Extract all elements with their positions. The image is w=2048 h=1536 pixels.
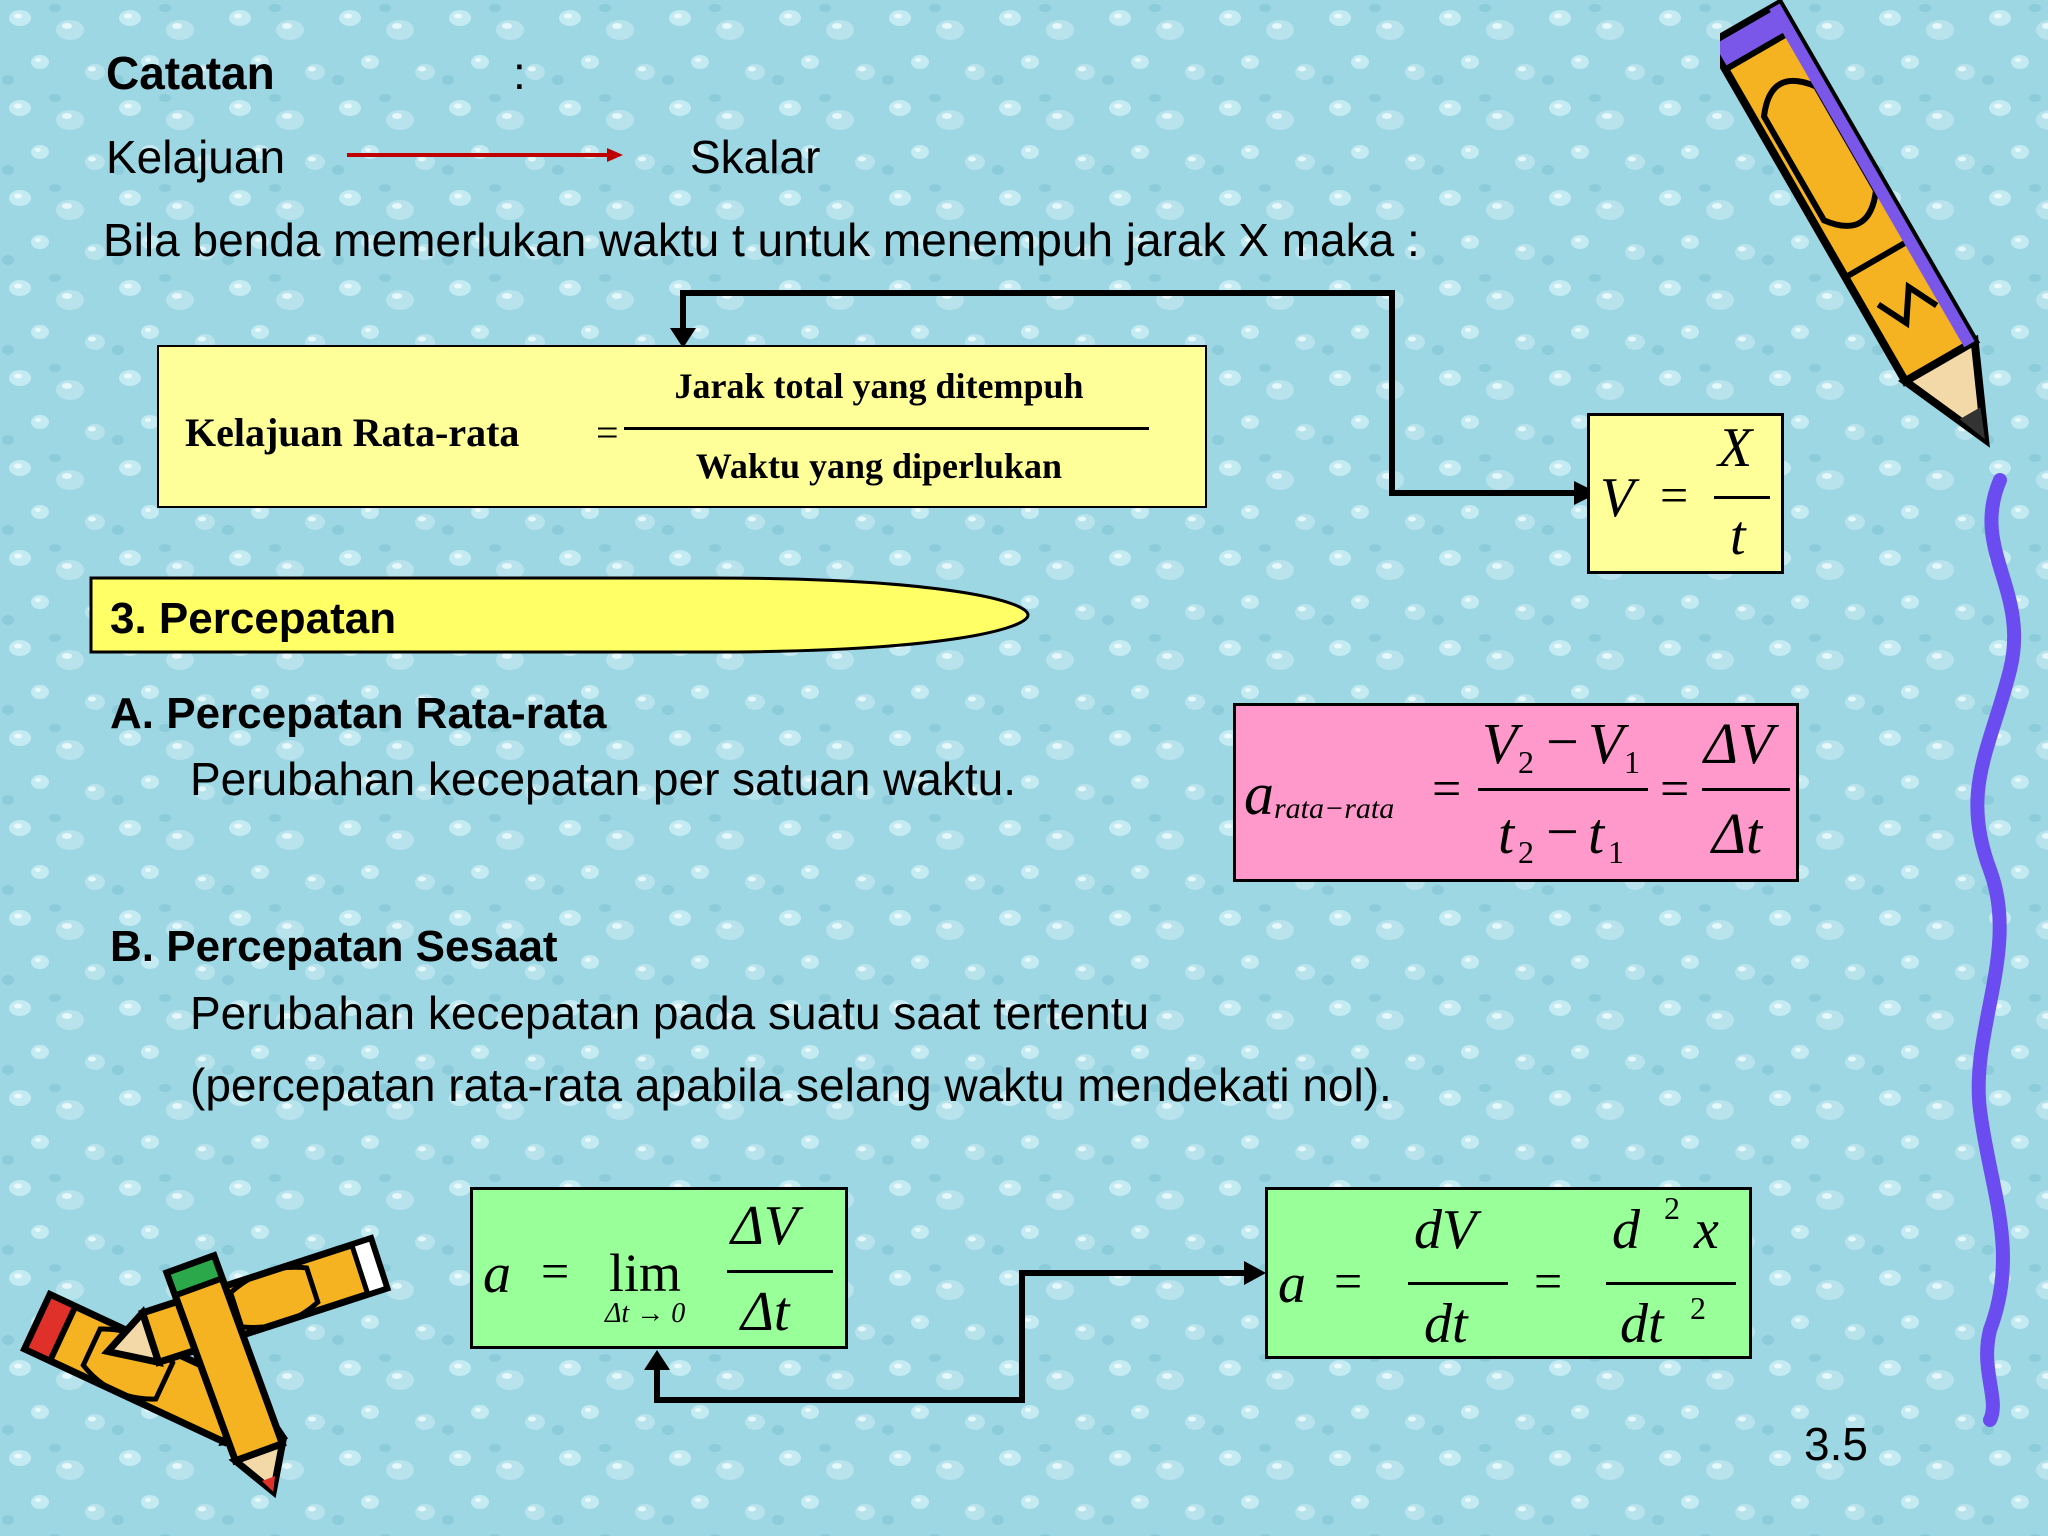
deriv-fraction-bar-2 <box>1606 1282 1736 1285</box>
section-banner <box>89 576 1030 654</box>
delta-v: ΔV <box>1704 711 1774 776</box>
v1-symbol: V <box>1588 711 1624 776</box>
pencil-icon <box>1720 0 1990 448</box>
speed-numerator: Jarak total yang ditempuh <box>674 366 1084 406</box>
speed-label: Kelajuan Rata-rata <box>185 410 520 455</box>
dt2-exponent: 2 <box>1690 1290 1706 1326</box>
speed-fraction-bar <box>624 427 1149 430</box>
catatan-colon: : <box>513 47 526 99</box>
avg-equals-1: = <box>1432 761 1462 818</box>
t2-symbol: t <box>1498 801 1515 866</box>
derivative-formula-box: a = dV dt = d 2 x dt 2 <box>1265 1187 1752 1359</box>
speed-equals: = <box>596 410 619 455</box>
delta-t: Δt <box>1712 801 1763 866</box>
lim-subscript: Δt → 0 <box>605 1298 686 1329</box>
limit-formula-box: a = lim Δt → 0 ΔV Δt <box>470 1187 848 1349</box>
avg-fraction-bar-2 <box>1702 788 1790 791</box>
deriv-a-symbol: a <box>1278 1253 1306 1315</box>
section-title: 3. Percepatan <box>110 594 397 643</box>
part-b-desc-2: (percepatan rata-rata apabila selang wak… <box>190 1059 1392 1111</box>
v-fraction-bar <box>1714 496 1770 499</box>
a-subscript: rata−rata <box>1274 792 1395 825</box>
lim-denominator: Δt <box>741 1281 790 1343</box>
deriv-equals-2: = <box>1534 1253 1563 1309</box>
bila-text: Bila benda memerlukan waktu t untuk mene… <box>103 214 1420 266</box>
t1-subscript: 1 <box>1608 834 1624 870</box>
v1-subscript: 1 <box>1624 744 1640 780</box>
part-b-title: B. Percepatan Sesaat <box>110 922 558 971</box>
catatan-label: Catatan <box>106 47 275 99</box>
average-acceleration-box: a rata−rata = V 2 − V 1 t 2 − t 1 = ΔV Δ… <box>1233 703 1799 882</box>
lim-equals: = <box>541 1243 570 1299</box>
t-symbol: t <box>1730 505 1746 567</box>
kelajuan-label: Kelajuan <box>106 131 286 183</box>
avg-fraction-bar-1 <box>1478 788 1648 791</box>
velocity-formula-box: V = X t <box>1587 413 1784 574</box>
part-b-desc-1: Perubahan kecepatan pada suatu saat tert… <box>190 987 1150 1039</box>
part-a-title: A. Percepatan Rata-rata <box>110 689 607 738</box>
page-number: 3.5 <box>1804 1418 1868 1470</box>
t2-subscript: 2 <box>1518 834 1534 870</box>
speed-definition-box: Kelajuan Rata-rata = Jarak total yang di… <box>157 345 1207 508</box>
deriv-equals-1: = <box>1334 1253 1363 1309</box>
v-equals: = <box>1660 467 1689 523</box>
v2-symbol: V <box>1482 711 1518 776</box>
lim-numerator: ΔV <box>731 1195 799 1257</box>
d2-symbol: d <box>1612 1199 1640 1261</box>
part-a-desc: Perubahan kecepatan per satuan waktu. <box>190 753 1017 805</box>
dt2-symbol: dt <box>1620 1293 1664 1355</box>
lim-word: lim <box>609 1243 682 1303</box>
purple-squiggle-line <box>1970 473 2022 1427</box>
v2-subscript: 2 <box>1518 744 1534 780</box>
den-minus: − <box>1546 799 1579 864</box>
avg-equals-2: = <box>1660 761 1690 818</box>
t1-symbol: t <box>1588 801 1605 866</box>
dt-symbol: dt <box>1424 1293 1468 1355</box>
lim-fraction-bar <box>727 1270 833 1273</box>
red-arrow <box>347 148 623 162</box>
num-minus: − <box>1546 709 1579 774</box>
skalar-label: Skalar <box>690 131 821 183</box>
crossed-pencils-icon <box>20 1234 392 1499</box>
deriv-fraction-bar-1 <box>1408 1282 1508 1285</box>
speed-denominator: Waktu yang diperlukan <box>695 446 1063 486</box>
x-symbol: x <box>1694 1199 1719 1261</box>
x-symbol: X <box>1718 417 1753 479</box>
lim-a-symbol: a <box>483 1243 511 1305</box>
v-symbol: V <box>1600 467 1635 529</box>
dv-symbol: dV <box>1414 1199 1477 1261</box>
d2-exponent: 2 <box>1664 1190 1680 1226</box>
a-symbol: a <box>1244 761 1274 827</box>
